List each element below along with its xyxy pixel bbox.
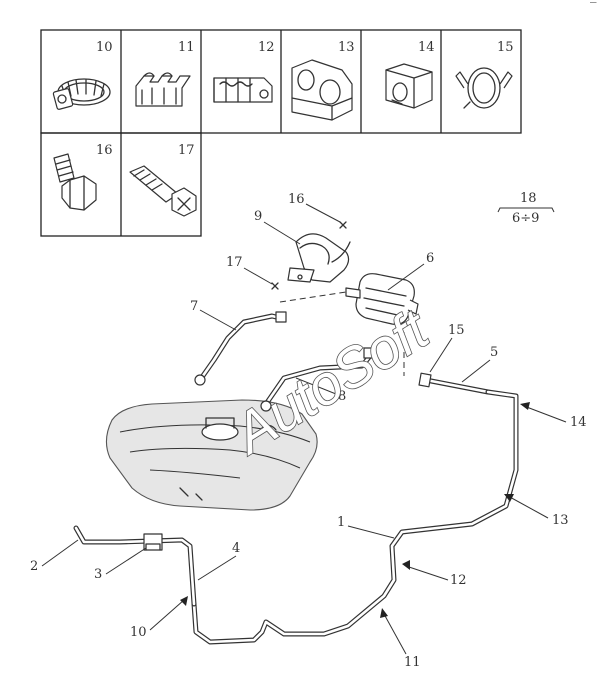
leader-11 [383, 613, 407, 655]
hose-5 [418, 372, 491, 395]
parts-grid [40, 29, 522, 237]
callout-9: 9 [254, 209, 262, 224]
spring-clamp-drawing [455, 67, 513, 109]
double-pipe-holder-drawing [291, 59, 353, 121]
leader-6 [387, 263, 425, 291]
kit-reference: 18 6÷9 [497, 191, 555, 226]
hose-clamp-drawing [52, 78, 111, 110]
main-fuel-pipe [191, 389, 519, 645]
leader-5 [461, 359, 491, 383]
cell-label-13: 13 [338, 40, 355, 55]
leader-8 [295, 377, 337, 395]
callout-13: 13 [552, 513, 569, 528]
leader-10 [149, 599, 185, 631]
callout-7: 7 [190, 299, 198, 314]
single-pipe-holder-drawing [385, 63, 433, 109]
callout-16: 16 [288, 192, 305, 207]
hex-bolt-drawing [53, 153, 97, 211]
callout-14: 14 [570, 415, 587, 430]
return-pipe [73, 525, 197, 607]
long-bolt-drawing [129, 165, 197, 217]
callout-6: 6 [426, 251, 434, 266]
callout-10: 10 [130, 625, 147, 640]
fuel-filter [345, 273, 419, 325]
cell-label-10: 10 [96, 40, 113, 55]
cell-label-15: 15 [497, 40, 514, 55]
cell-label-14: 14 [418, 40, 435, 55]
leader-3 [105, 547, 147, 575]
arrow-12 [402, 560, 410, 570]
callout-8: 8 [338, 389, 346, 404]
leader-14 [523, 405, 567, 423]
callout-3: 3 [94, 567, 102, 582]
pipe-8 [260, 347, 375, 412]
filter-bracket [287, 233, 351, 283]
cell-label-12: 12 [258, 40, 275, 55]
kit-range: 6÷9 [512, 211, 539, 226]
bolt-positions [271, 221, 347, 290]
leader-17 [243, 267, 273, 285]
arrow-11 [380, 608, 388, 618]
kit-number: 18 [520, 191, 537, 206]
clip-strip-drawing [213, 77, 273, 103]
leader-9 [263, 221, 301, 245]
cell-label-17: 17 [178, 143, 195, 158]
leader-16 [305, 203, 341, 223]
leader-13 [507, 495, 549, 519]
leader-2 [41, 539, 79, 567]
arrow-13 [504, 494, 514, 502]
callout-2: 2 [30, 559, 38, 574]
pipe-7 [194, 311, 287, 386]
arrow-14 [520, 402, 530, 410]
callout-15: 15 [448, 323, 465, 338]
callout-1: 1 [337, 515, 345, 530]
callout-17: 17 [226, 255, 243, 270]
callout-12: 12 [450, 573, 467, 588]
corner-mark: ‾ [590, 1, 597, 16]
cell-label-16: 16 [96, 143, 113, 158]
assembly-line-7-6 [279, 291, 347, 303]
leader-15 [429, 337, 453, 373]
multi-clip-drawing [135, 72, 191, 107]
callout-4: 4 [232, 541, 240, 556]
leader-7 [199, 309, 237, 331]
arrow-10 [180, 596, 188, 606]
leader-1 [347, 525, 395, 539]
fuel-tank [105, 399, 318, 511]
callout-11: 11 [404, 655, 421, 670]
callout-5: 5 [490, 345, 498, 360]
leader-4 [197, 555, 237, 581]
leader-12 [405, 565, 449, 581]
cell-label-11: 11 [178, 40, 195, 55]
